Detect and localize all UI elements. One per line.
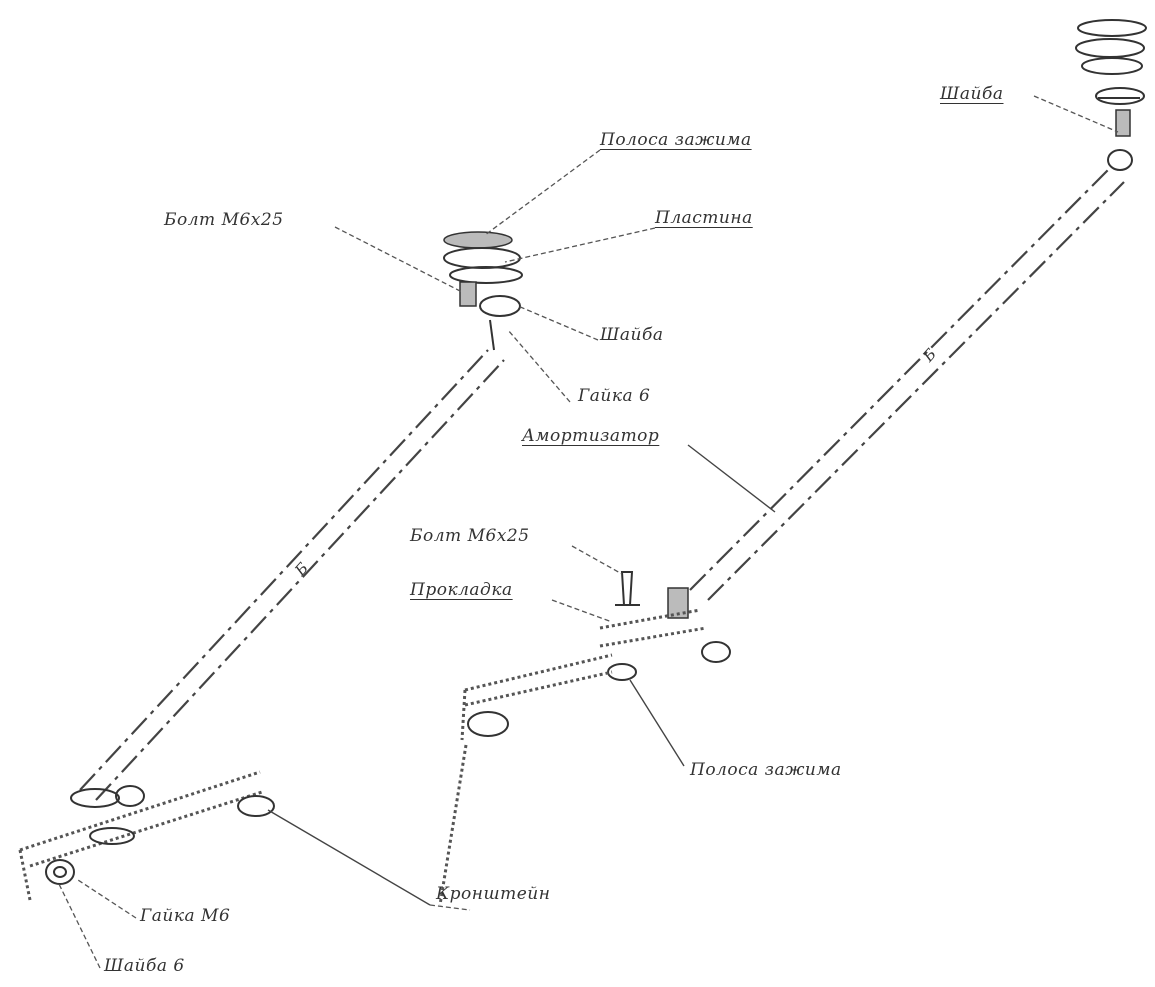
label-polosa-zazhima-mid: Полоса зажима — [690, 760, 842, 780]
top-clamp-assembly — [443, 231, 523, 351]
label-kronshtein: Кронштейн — [436, 884, 551, 904]
label-polosa-zazhima-top: Полоса зажима — [600, 130, 752, 150]
middle-bracket-assembly — [599, 571, 731, 681]
top-right-mount — [1075, 19, 1147, 171]
label-shaiba-top: Шайба — [600, 325, 664, 345]
bottom-left-bracket — [18, 770, 275, 901]
label-bolt-mid: Болт М6х25 — [410, 526, 530, 546]
leader-lines — [57, 95, 1119, 969]
tube-left — [79, 349, 505, 801]
label-plastina-top: Пластина — [655, 208, 753, 228]
tube-right — [689, 169, 1125, 601]
label-gaika-top: Гайка 6 — [578, 386, 651, 406]
label-amortizator: Амортизатор — [522, 426, 660, 446]
label-gaika-m6: Гайка М6 — [140, 906, 231, 926]
label-prokladka: Прокладка — [410, 580, 513, 600]
middle-arm — [438, 653, 613, 906]
label-shaiba-6: Шайба 6 — [104, 956, 185, 976]
label-shaiba-right: Шайба — [940, 84, 1004, 104]
label-bolt-top: Болт М6х25 — [164, 210, 284, 230]
